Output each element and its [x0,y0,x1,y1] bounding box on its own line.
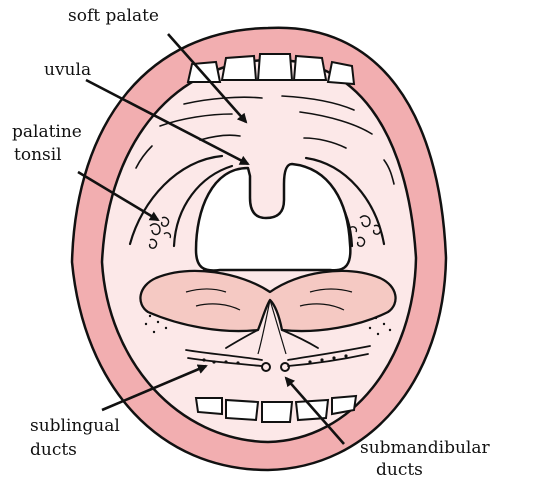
label-sublingual-line1: sublingual [30,416,120,437]
label-soft-palate: soft palate [68,6,159,27]
label-palatine-tonsil-line1: palatine [12,122,82,143]
label-submandibular-line2: ducts [376,460,423,481]
label-sublingual-line2: ducts [30,440,77,461]
label-uvula: uvula [44,60,91,81]
label-palatine-tonsil-line2: tonsil [14,145,62,166]
label-submandibular-line1: submandibular [360,438,490,459]
